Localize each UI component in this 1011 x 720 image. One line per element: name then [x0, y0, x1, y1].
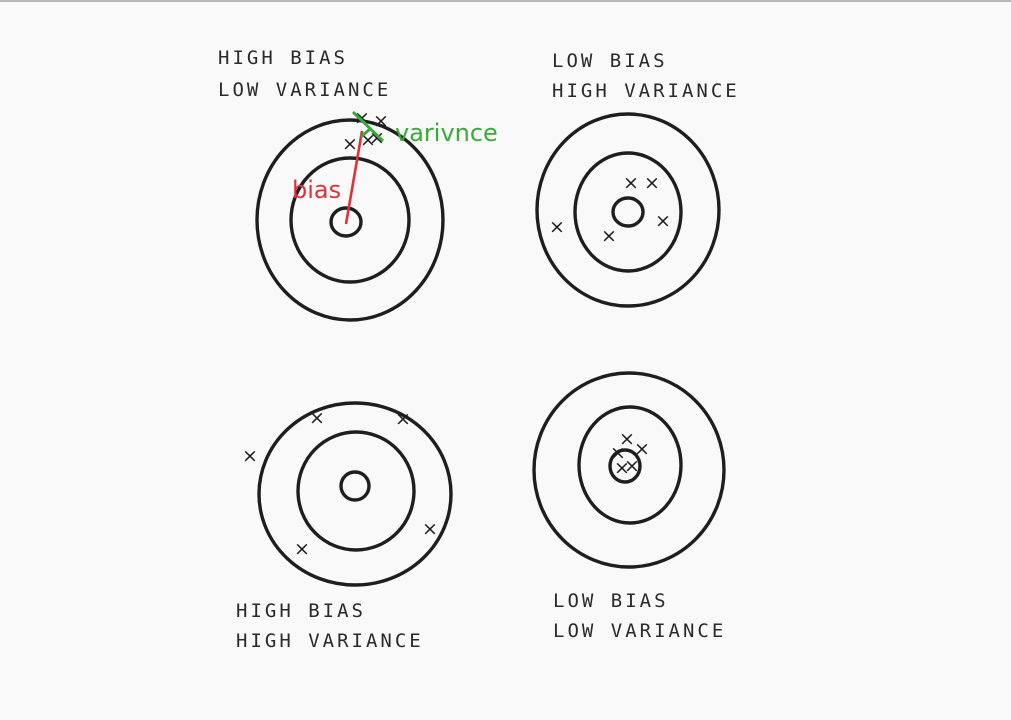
- target-low-bias-high-variance: LOW BIAS HIGH VARIANCE × × × × ×: [535, 50, 740, 308]
- bias-annotation: bias: [292, 176, 341, 204]
- shot-mark: ×: [294, 538, 310, 560]
- shot-mark: ×: [619, 428, 635, 450]
- variance-annotation: varivnce: [395, 119, 498, 147]
- label-line2: HIGH VARIANCE: [236, 630, 424, 652]
- shot-mark: ×: [342, 133, 358, 155]
- label-line1: HIGH BIAS: [218, 47, 348, 69]
- outer-ring: [255, 118, 445, 322]
- shot-mark: ×: [634, 438, 650, 460]
- bias-line: [344, 130, 364, 225]
- shot-mark: ×: [422, 518, 438, 540]
- target-low-bias-low-variance: × × × × × LOW BIAS LOW VARIANCE: [532, 371, 726, 642]
- middle-ring: [577, 405, 683, 525]
- bullseye: [608, 448, 642, 484]
- label-line2: HIGH VARIANCE: [552, 80, 740, 102]
- shot-mark: ×: [623, 172, 639, 194]
- shot-mark: ×: [242, 445, 258, 467]
- bullseye: [329, 206, 363, 238]
- middle-ring: [289, 156, 411, 284]
- label-line1: HIGH BIAS: [236, 600, 366, 622]
- shot-mark: ×: [624, 455, 640, 477]
- outer-ring: [257, 401, 453, 587]
- label-line2: LOW VARIANCE: [553, 620, 726, 642]
- label-line2: LOW VARIANCE: [218, 79, 391, 101]
- middle-ring: [573, 151, 683, 273]
- bullseye: [339, 470, 371, 502]
- shot-mark: ×: [644, 172, 660, 194]
- bullseye: [611, 196, 645, 228]
- shot-mark: ×: [309, 407, 325, 429]
- shot-mark: ×: [549, 216, 565, 238]
- shot-mark: ×: [601, 225, 617, 247]
- shot-mark: ×: [610, 442, 626, 464]
- label-line1: LOW BIAS: [553, 590, 669, 612]
- target-high-bias-high-variance: × × × × × HIGH BIAS HIGH VARIANCE: [236, 401, 453, 652]
- label-line1: LOW BIAS: [552, 50, 668, 72]
- target-high-bias-low-variance: HIGH BIAS LOW VARIANCE × × × × × bias va…: [218, 47, 498, 322]
- top-border: [0, 0, 1011, 2]
- outer-ring: [535, 112, 721, 308]
- shot-mark: ×: [395, 408, 411, 430]
- shot-mark: ×: [614, 457, 630, 479]
- outer-ring: [532, 371, 726, 569]
- shot-mark: ×: [655, 210, 671, 232]
- variance-line: [351, 110, 385, 143]
- shot-mark: ×: [373, 110, 389, 132]
- variance-line: [359, 126, 373, 139]
- middle-ring: [296, 430, 416, 552]
